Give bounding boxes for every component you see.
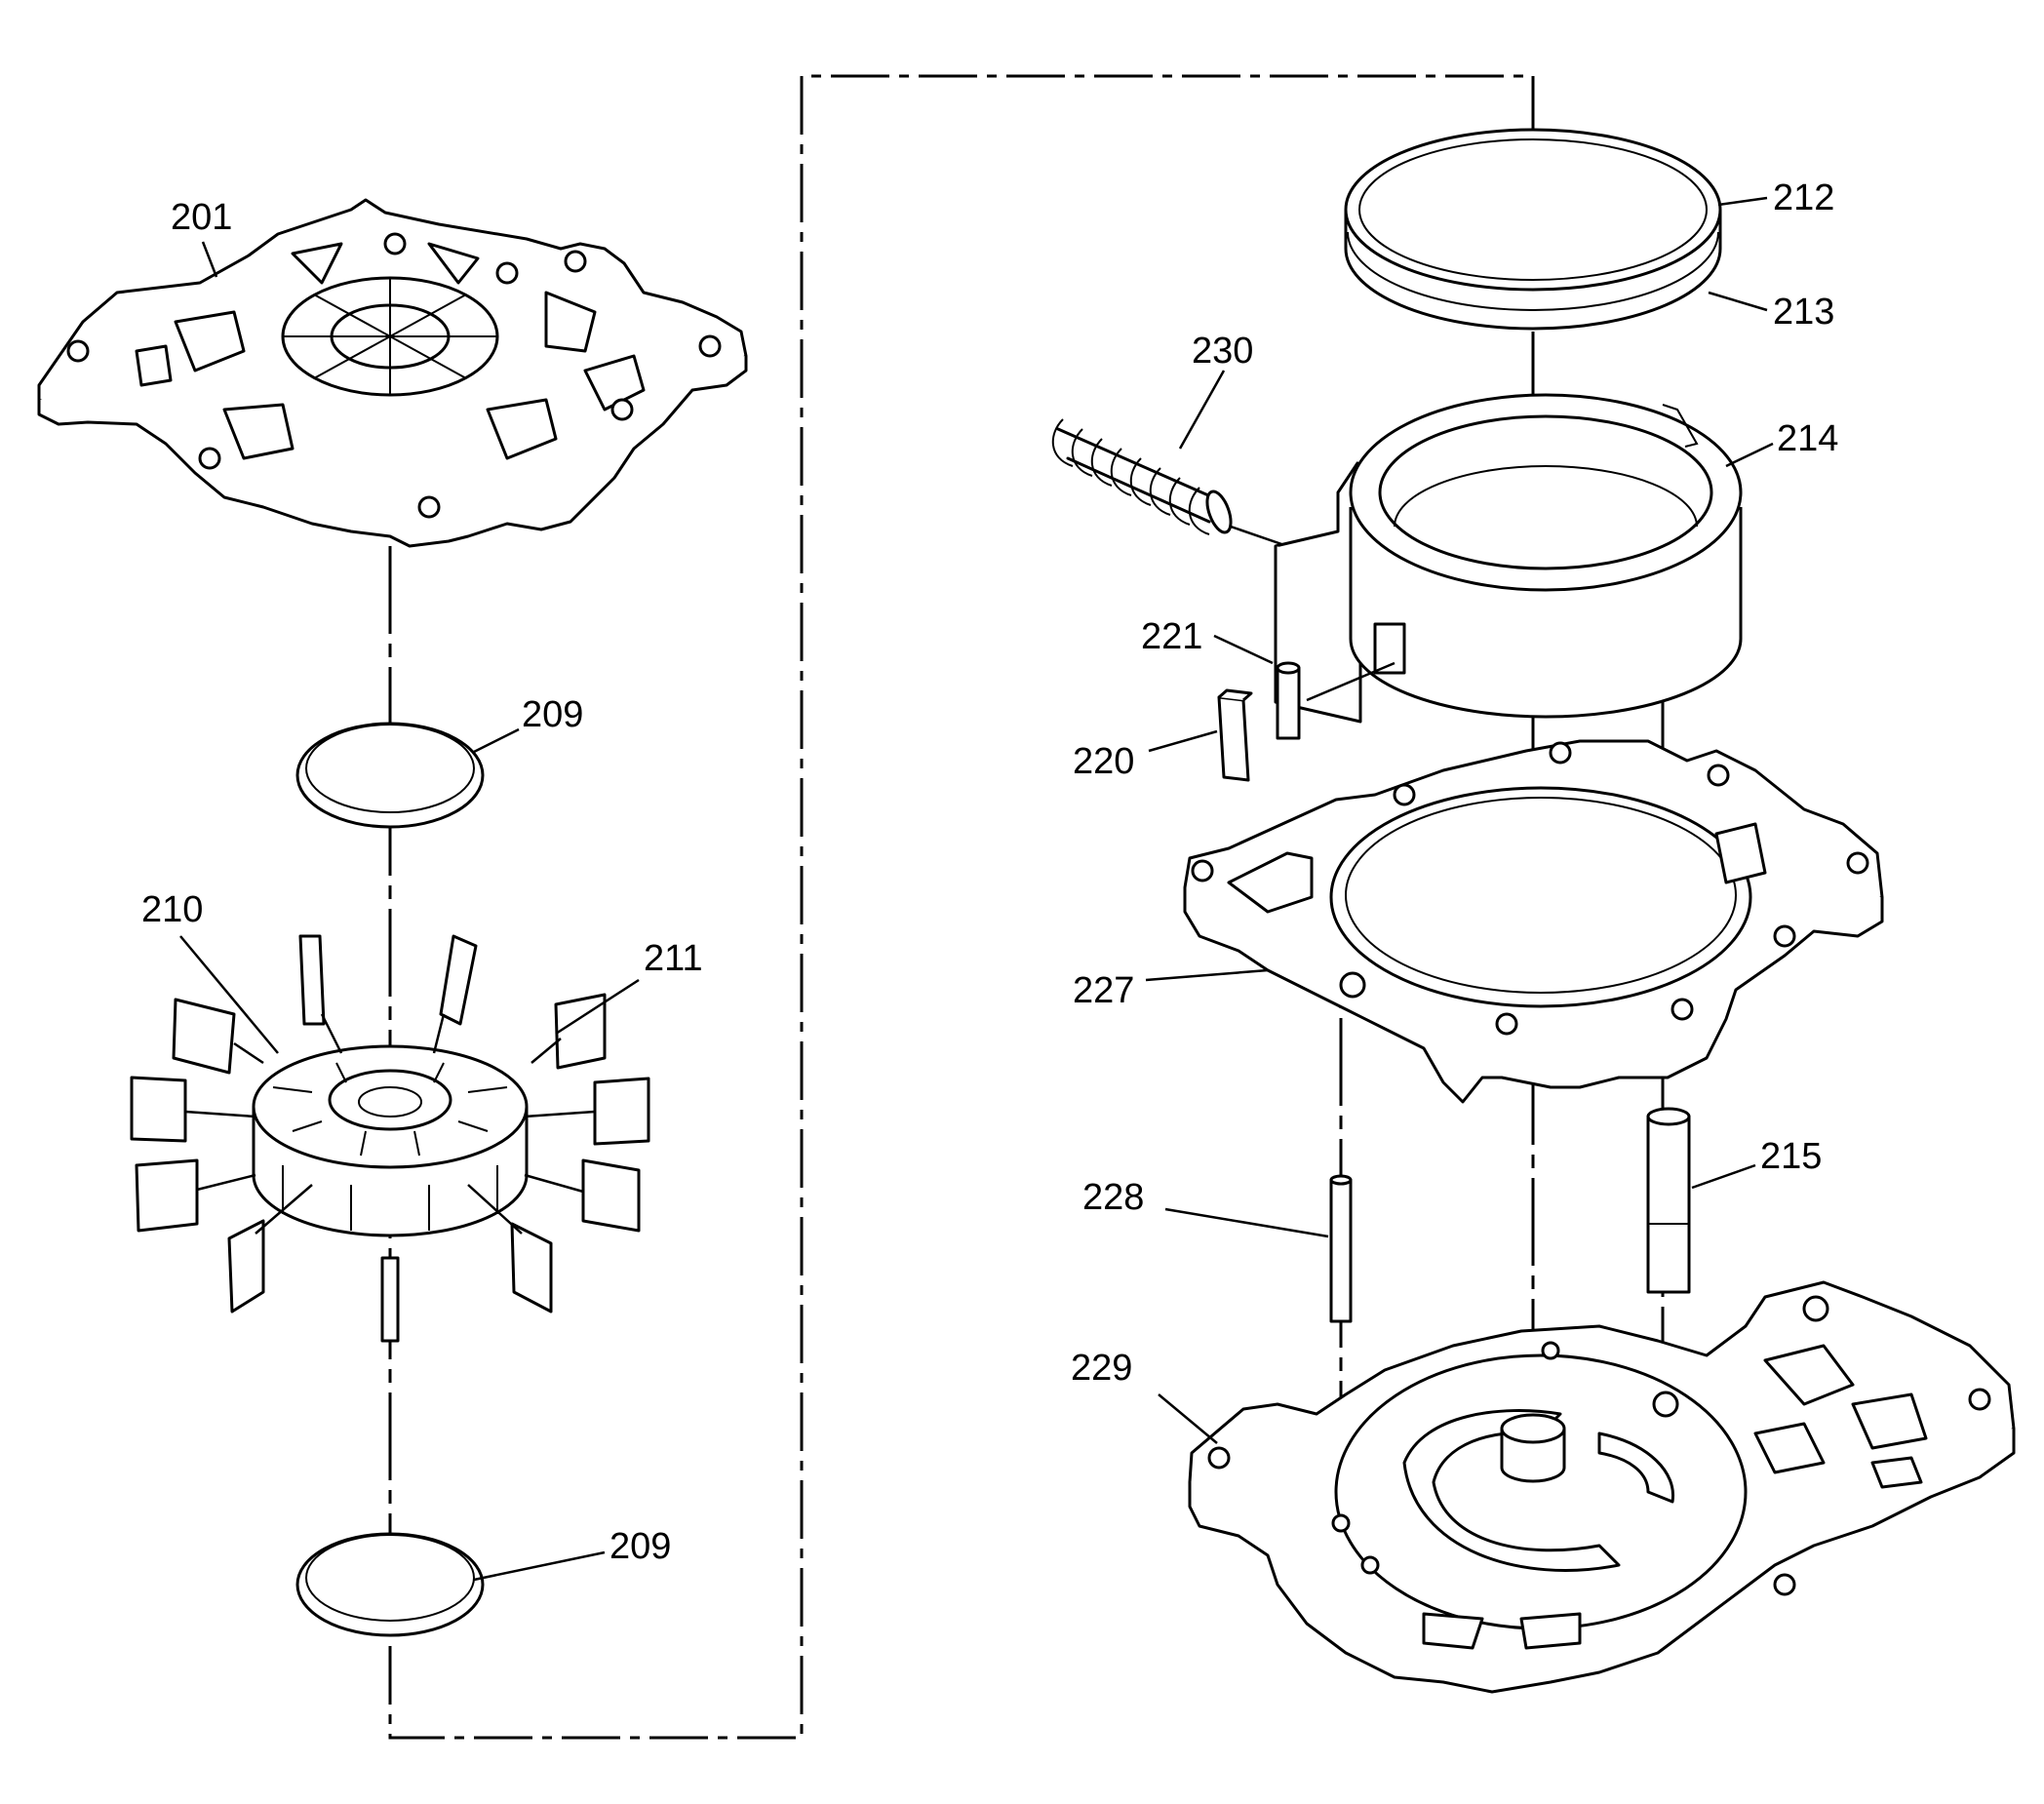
part-220-pivot-seal <box>1217 688 1253 782</box>
callout-211: 211 <box>644 938 703 979</box>
callout-209-upper: 209 <box>522 694 583 735</box>
part-210-rotor <box>252 1044 529 1237</box>
part-227-pump-body <box>1183 739 1884 1104</box>
part-215-pin <box>1646 1107 1691 1294</box>
part-201-pump-cover <box>37 198 748 548</box>
part-212-213-slide-seal <box>1344 128 1722 331</box>
callout-215: 215 <box>1760 1136 1822 1177</box>
callout-210: 210 <box>141 889 203 930</box>
part-221-pivot-pin <box>1276 661 1301 740</box>
callout-213: 213 <box>1773 292 1834 333</box>
part-229-pump-base <box>1188 1280 2016 1694</box>
part-214-pump-slide <box>1274 393 1743 724</box>
callout-201: 201 <box>171 197 232 238</box>
callout-214: 214 <box>1777 418 1838 459</box>
callout-229: 229 <box>1071 1348 1132 1389</box>
callout-221: 221 <box>1141 616 1202 657</box>
callout-209-lower: 209 <box>609 1526 671 1567</box>
part-228-dowel-pin <box>1329 1174 1353 1323</box>
callout-227: 227 <box>1073 970 1134 1011</box>
part-211-vanes <box>130 934 650 1343</box>
callout-228: 228 <box>1082 1177 1144 1218</box>
part-209-seal-ring-lower <box>295 1532 485 1637</box>
assembly-connector-line <box>388 74 1535 1740</box>
part-230-spring <box>1051 418 1233 535</box>
callout-220: 220 <box>1073 741 1134 782</box>
callout-230: 230 <box>1192 331 1253 372</box>
part-209-seal-ring-upper <box>295 722 485 829</box>
callout-212: 212 <box>1773 177 1834 218</box>
